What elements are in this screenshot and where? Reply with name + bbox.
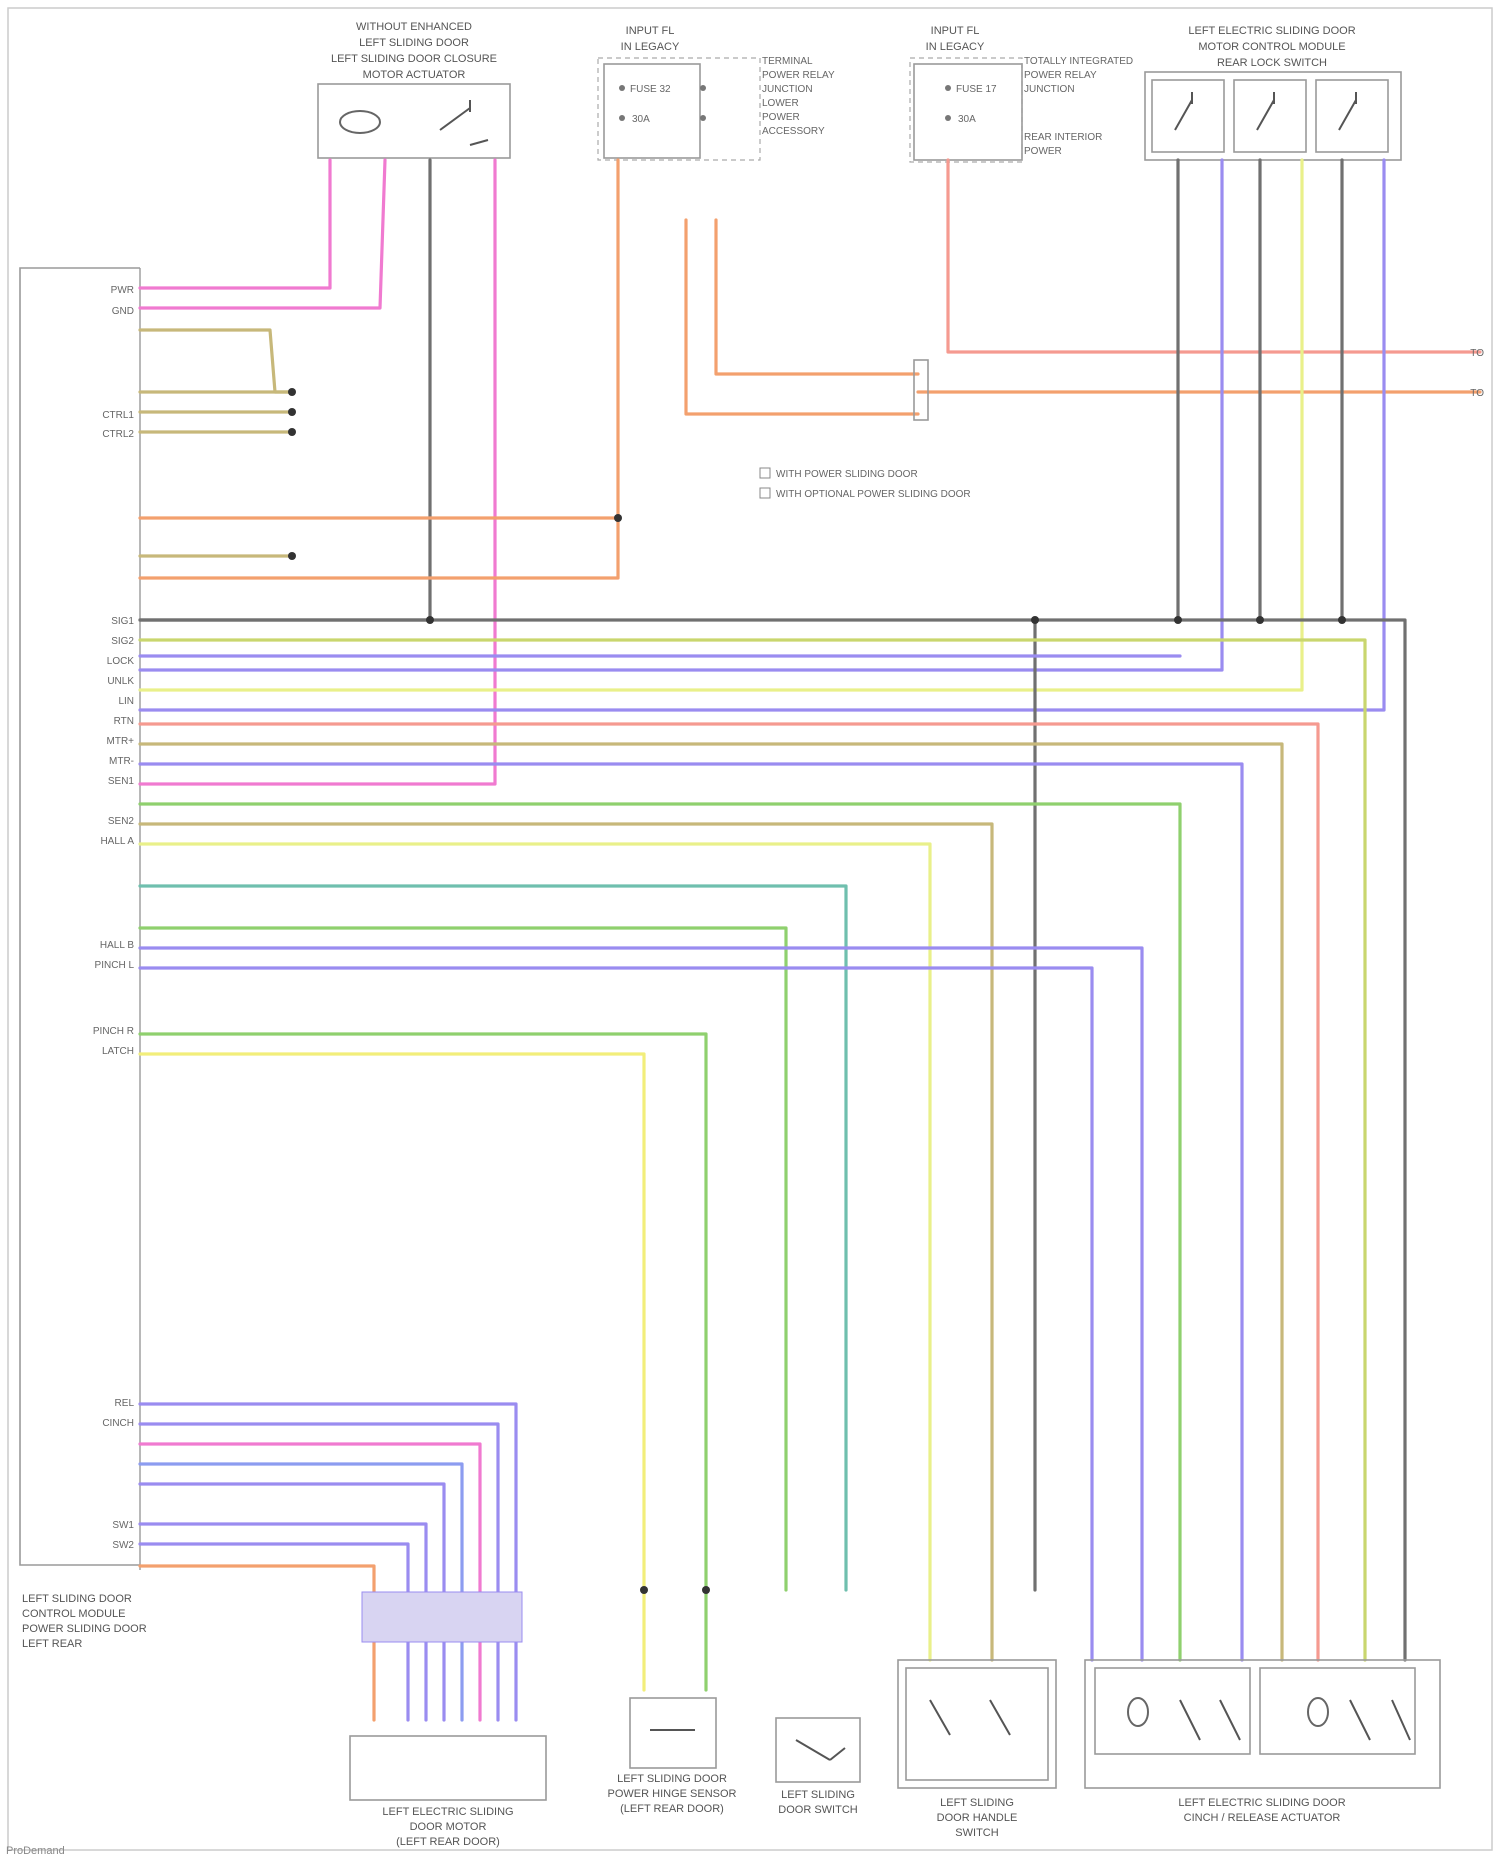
bottom-cinch-label-1: CINCH / RELEASE ACTUATOR (1184, 1812, 1341, 1824)
pin-label-21: SW1 (112, 1520, 134, 1531)
fuse-r-note-0: TOTALLY INTEGRATED (1024, 56, 1133, 67)
left-module-label-2: POWER SLIDING DOOR (22, 1623, 147, 1635)
pin-label-9: RTN (114, 716, 134, 727)
fuse-r-note-2: JUNCTION (1024, 84, 1075, 95)
fuse-note-4: POWER (762, 112, 800, 123)
fuse-r-note-4: POWER (1024, 146, 1062, 157)
fuse-note-2: JUNCTION (762, 84, 813, 95)
pin-label-17: PINCH R (93, 1026, 134, 1037)
pin-label-18: LATCH (102, 1046, 134, 1057)
left-module-label-3: LEFT REAR (22, 1638, 82, 1650)
bottom-handle-label-1: DOOR HANDLE (937, 1812, 1018, 1824)
fuse-box-right-label-0: INPUT FL (931, 25, 980, 37)
right-tag-0: TO (1470, 348, 1484, 359)
fuse-box-left-label-3: 30A (632, 114, 650, 125)
pin-label-4: SIG1 (111, 616, 134, 627)
pin-label-2: CTRL1 (102, 410, 134, 421)
top-left-module-label-2: LEFT SLIDING DOOR CLOSURE (331, 53, 497, 65)
pin-label-0: PWR (111, 285, 134, 296)
bottom-hinge-label-0: LEFT SLIDING DOOR (617, 1773, 727, 1785)
left-module-label-0: LEFT SLIDING DOOR (22, 1593, 132, 1605)
pin-label-1: GND (112, 306, 134, 317)
fuse-note-0: TERMINAL (762, 56, 813, 67)
pin-label-7: UNLK (107, 676, 134, 687)
pin-label-15: HALL B (100, 940, 134, 951)
bottom-hinge-label-2: (LEFT REAR DOOR) (620, 1803, 724, 1815)
top-left-module-label-3: MOTOR ACTUATOR (363, 69, 466, 81)
bottom-switch-label-0: LEFT SLIDING (781, 1789, 855, 1801)
fuse-note-5: ACCESSORY (762, 126, 825, 137)
top-right-module-label-2: REAR LOCK SWITCH (1217, 57, 1327, 69)
bottom-switch-label-1: DOOR SWITCH (778, 1804, 857, 1816)
top-left-module-label-0: WITHOUT ENHANCED (356, 21, 472, 33)
top-left-module-label-1: LEFT SLIDING DOOR (359, 37, 469, 49)
pin-label-3: CTRL2 (102, 429, 134, 440)
pin-label-8: LIN (118, 696, 134, 707)
legend-0: WITH POWER SLIDING DOOR (776, 469, 918, 480)
right-tag-1: TO (1470, 388, 1484, 399)
pin-label-12: SEN1 (108, 776, 135, 787)
pin-label-5: SIG2 (111, 636, 134, 647)
pin-label-20: CINCH (102, 1418, 134, 1429)
fuse-r-note-3: REAR INTERIOR (1024, 132, 1102, 143)
fuse-box-right-label-3: 30A (958, 114, 976, 125)
pin-label-6: LOCK (107, 656, 135, 667)
bottom-handle-label-0: LEFT SLIDING (940, 1797, 1014, 1809)
fuse-note-1: POWER RELAY (762, 70, 835, 81)
bottom-handle-label-2: SWITCH (955, 1827, 998, 1839)
pin-label-22: SW2 (112, 1540, 134, 1551)
pin-label-19: REL (115, 1398, 135, 1409)
fuse-box-right-label-2: FUSE 17 (956, 84, 997, 95)
fuse-box-left-label-1: IN LEGACY (621, 41, 680, 53)
bottom-motor-label-0: LEFT ELECTRIC SLIDING (382, 1806, 513, 1818)
fuse-note-3: LOWER (762, 98, 799, 109)
left-module-label-1: CONTROL MODULE (22, 1608, 126, 1620)
bottom-cinch-label-0: LEFT ELECTRIC SLIDING DOOR (1178, 1797, 1345, 1809)
legend-1: WITH OPTIONAL POWER SLIDING DOOR (776, 489, 971, 500)
footer-credit: ProDemand (6, 1845, 65, 1857)
pin-label-16: PINCH L (95, 960, 135, 971)
fuse-box-left-label-2: FUSE 32 (630, 84, 671, 95)
bottom-motor-label-1: DOOR MOTOR (410, 1821, 487, 1833)
pin-label-10: MTR+ (107, 736, 135, 747)
pin-label-11: MTR- (109, 756, 134, 767)
top-right-module-label-0: LEFT ELECTRIC SLIDING DOOR (1188, 25, 1355, 37)
pin-label-13: SEN2 (108, 816, 135, 827)
fuse-box-right-label-1: IN LEGACY (926, 41, 985, 53)
fuse-box-left-label-0: INPUT FL (626, 25, 675, 37)
fuse-r-note-1: POWER RELAY (1024, 70, 1097, 81)
bottom-hinge-label-1: POWER HINGE SENSOR (608, 1788, 737, 1800)
pin-label-14: HALL A (100, 836, 134, 847)
top-right-module-label-1: MOTOR CONTROL MODULE (1198, 41, 1345, 53)
bottom-motor-label-2: (LEFT REAR DOOR) (396, 1836, 500, 1848)
